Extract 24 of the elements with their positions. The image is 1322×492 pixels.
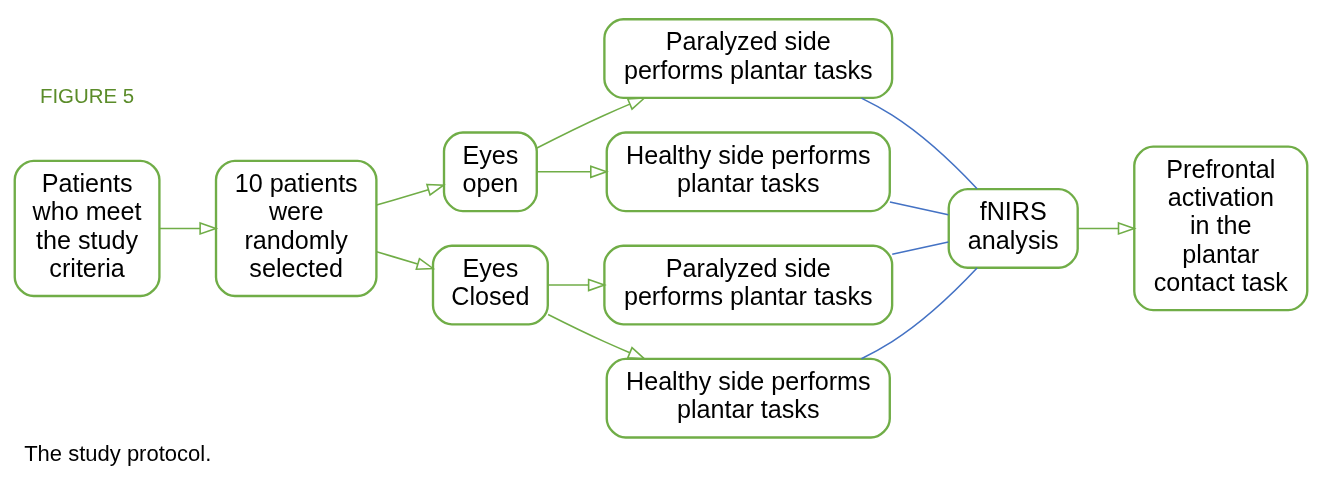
connector <box>860 266 978 359</box>
node-box: Paralyzed side performs plantar tasks <box>603 17 894 99</box>
node-box: Healthy side performs plantar tasks <box>605 357 891 439</box>
arrow <box>536 164 609 178</box>
arrow <box>547 313 647 360</box>
node-box: 10 patients were randomly selected <box>214 159 378 297</box>
arrow <box>536 96 647 149</box>
arrow <box>1077 221 1137 235</box>
node-box: Eyes open <box>442 130 538 212</box>
arrow <box>375 183 446 206</box>
label: FIGURE 5 <box>39 83 135 107</box>
arrow <box>158 221 219 235</box>
connector <box>891 240 950 255</box>
caption: The study protocol. <box>24 440 212 466</box>
node-box: Eyes Closed <box>431 244 549 325</box>
node-box: Paralyzed side performs plantar tasks <box>603 244 894 325</box>
node-box: fNIRS analysis <box>947 187 1079 269</box>
node-box: Patients who meet the study criteria <box>13 159 161 297</box>
node-box: Healthy side performs plantar tasks <box>605 130 891 212</box>
arrow <box>375 250 436 270</box>
connector <box>889 200 950 215</box>
connector <box>860 96 978 190</box>
node-box: Prefrontal activation in the plantar contact task <box>1133 144 1309 311</box>
arrow <box>547 277 607 292</box>
